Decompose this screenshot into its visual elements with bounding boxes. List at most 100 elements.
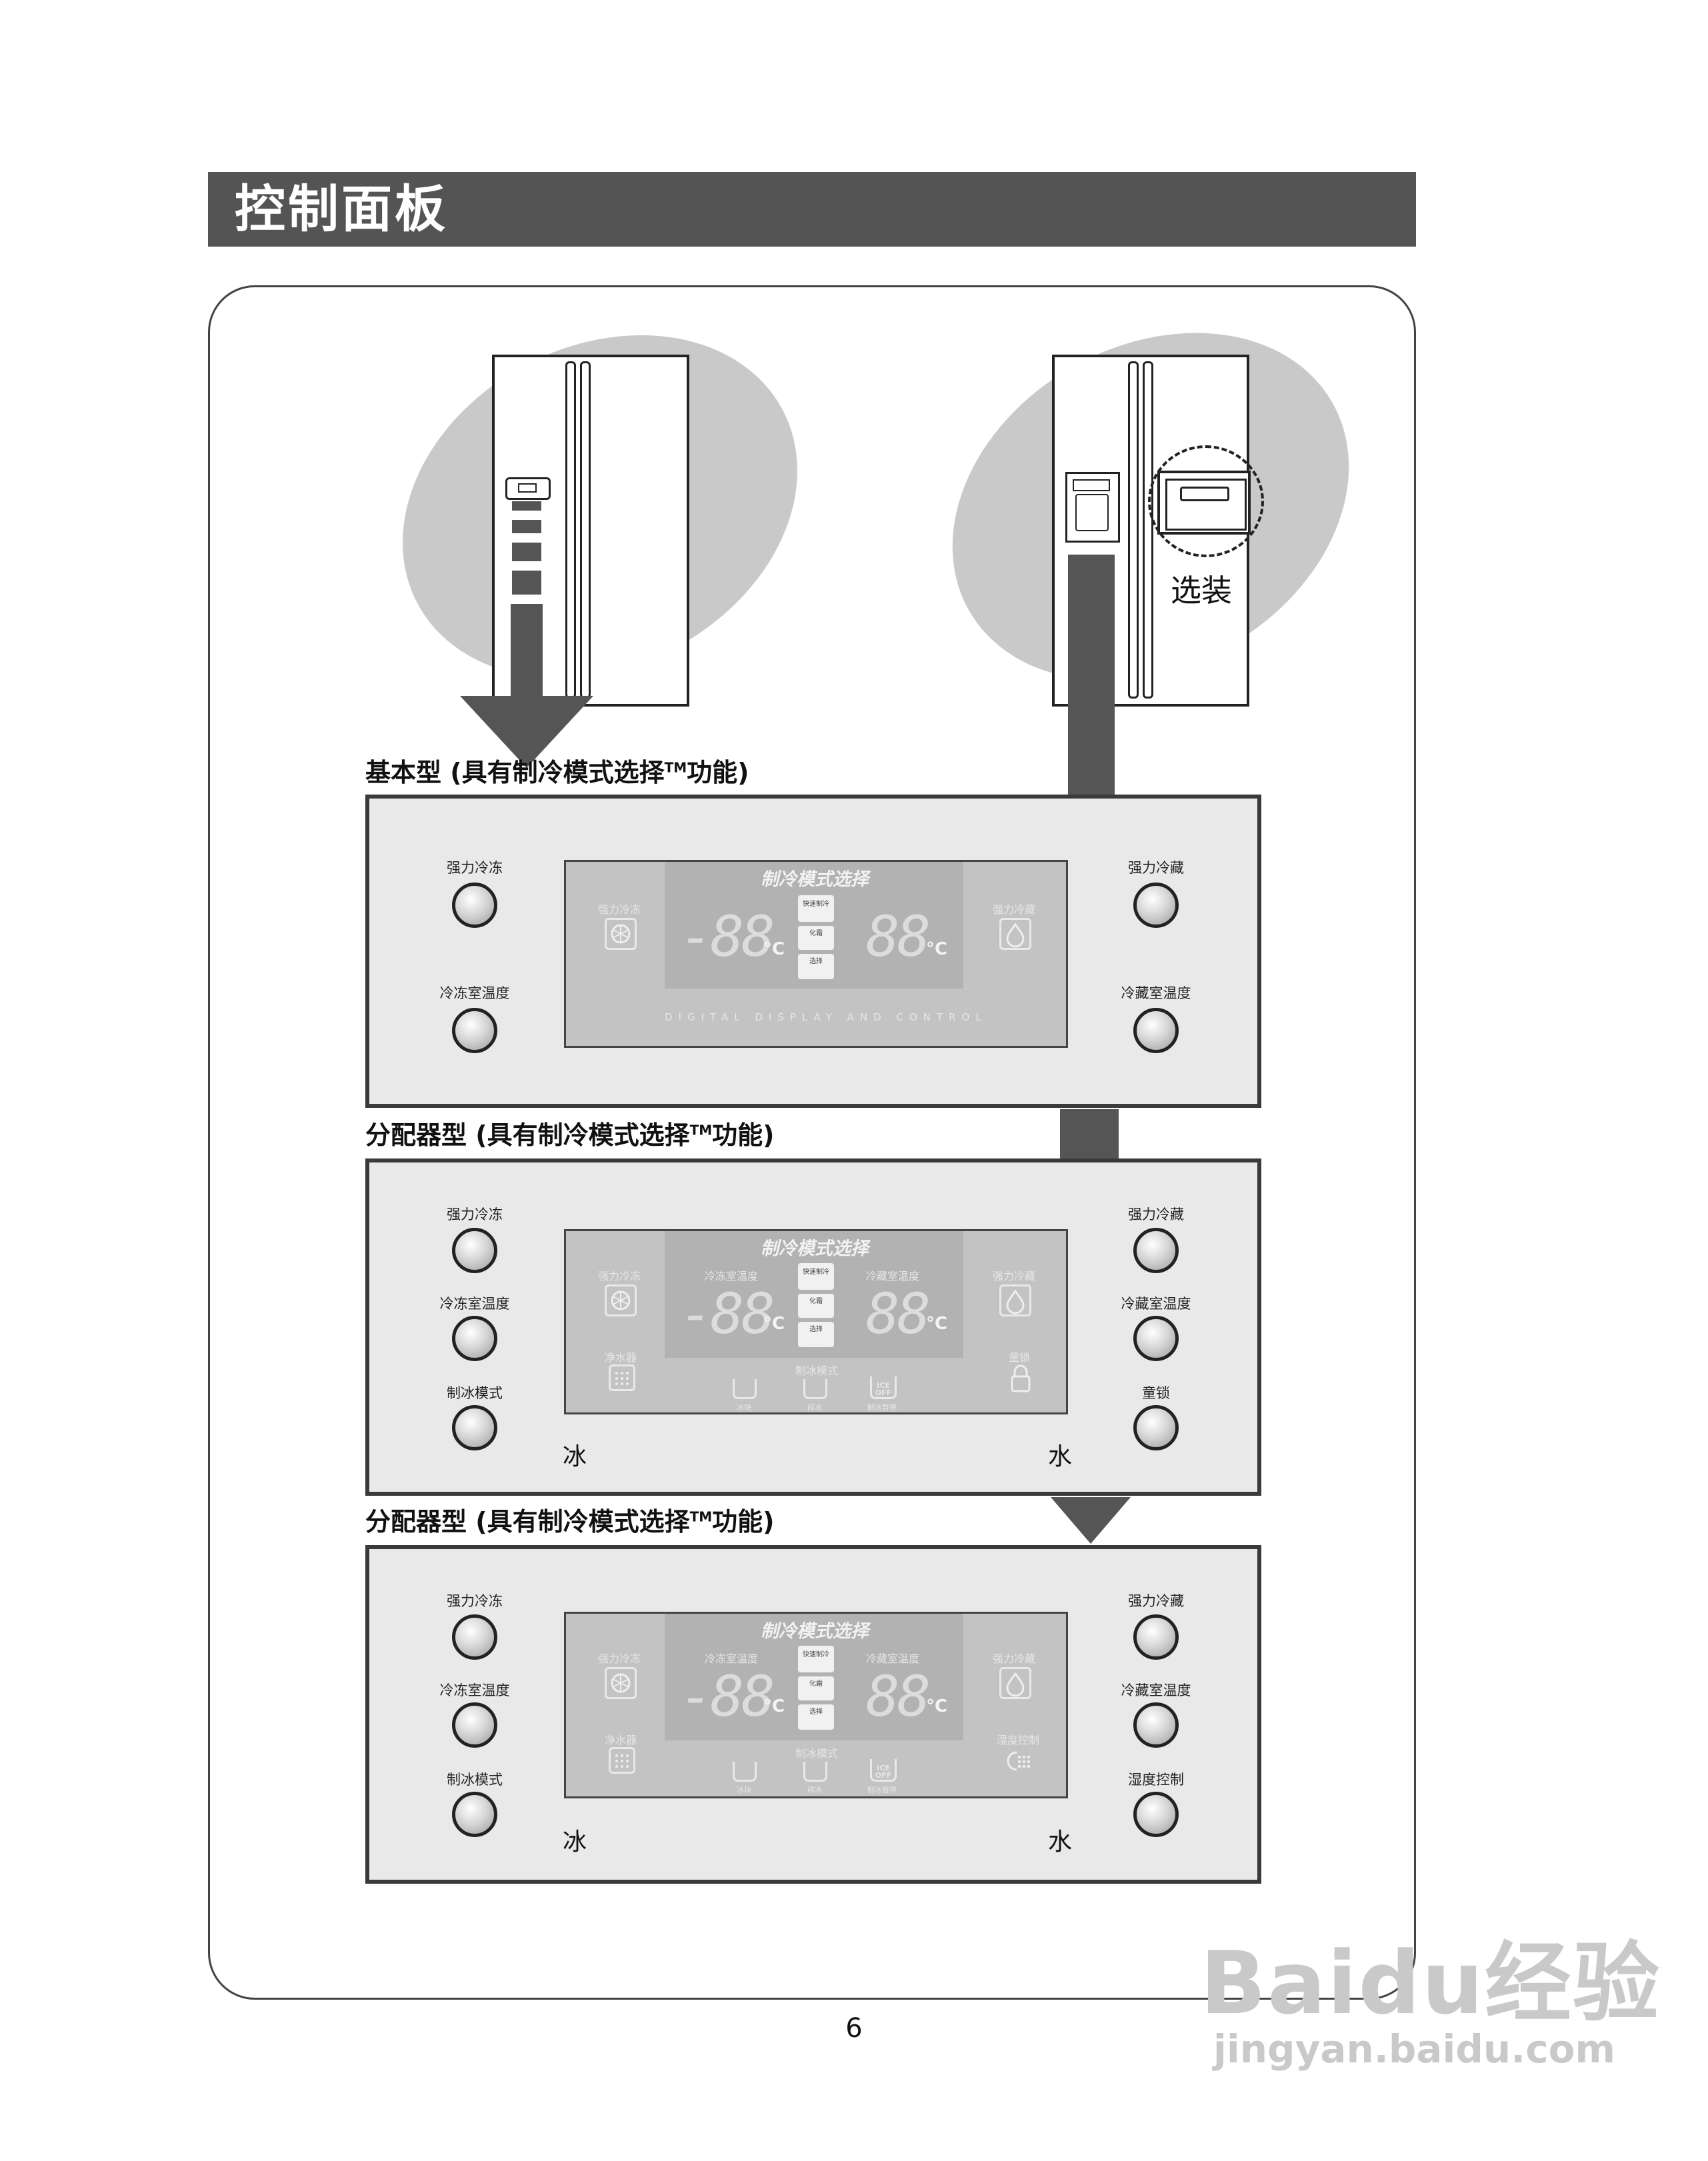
degree-unit: °C xyxy=(926,939,948,959)
section-2-label: 分配器型 (具有制冷模式选择TM功能) xyxy=(365,1120,775,1150)
arrow-left-segment-1 xyxy=(512,501,541,511)
button-label: 冷藏室温度 xyxy=(1121,1296,1191,1312)
child-lock-button[interactable] xyxy=(1133,1405,1179,1450)
water-drop-icon xyxy=(999,1667,1031,1699)
button-label: 冷冻室温度 xyxy=(439,1296,510,1312)
button-label: 制冰模式 xyxy=(447,1772,503,1788)
degree-unit: °C xyxy=(926,1696,948,1716)
button-label: 制冰模式 xyxy=(447,1385,503,1401)
power-freeze-button[interactable] xyxy=(452,1228,497,1273)
ice-off-icon xyxy=(870,1759,897,1782)
humidity-control-button[interactable] xyxy=(1133,1792,1179,1837)
power-freeze-button[interactable] xyxy=(452,1614,497,1660)
mode-quick-cool: 快速制冷 xyxy=(798,895,834,922)
dispenser-panel xyxy=(1065,472,1120,543)
freezer-temp-label: 冷冻室温度 xyxy=(705,1652,759,1665)
degree-unit: °C xyxy=(763,1314,785,1334)
child-lock-label: 童锁 xyxy=(1009,1351,1031,1364)
watermark-logo: Baidu经验 xyxy=(1200,1932,1661,2034)
button-label: 强力冷藏 xyxy=(1128,1593,1184,1609)
power-cool-button[interactable] xyxy=(1133,1614,1179,1660)
humidity-control-label: 湿度控制 xyxy=(997,1734,1040,1746)
title-bar: 控制面板 xyxy=(208,172,1416,247)
power-freeze-button[interactable] xyxy=(452,883,497,928)
control-panel-basic: 强力冷冻 冷冻室温度 强力冷藏 冷藏室温度 制冷模式选择 强力冷冻 -88 °C… xyxy=(365,795,1261,1108)
mode-select: 选择 xyxy=(798,1704,834,1730)
button-label: 强力冷冻 xyxy=(447,1206,503,1222)
optional-panel-highlight xyxy=(1148,445,1264,557)
ice-mode-button[interactable] xyxy=(452,1792,497,1837)
ice-mode-button[interactable] xyxy=(452,1405,497,1450)
button-label: 强力冷冻 xyxy=(447,1593,503,1609)
freezer-temp-button[interactable] xyxy=(452,1316,497,1361)
water-caption: 水 xyxy=(1048,1443,1073,1470)
arrow-right-shaft-2 xyxy=(1060,1109,1119,1165)
freezer-temp-digits: -88 xyxy=(679,1664,775,1729)
arrow-left-segment-3 xyxy=(512,543,541,561)
arrow-right-shaft-1 xyxy=(1068,555,1115,799)
degree-unit: °C xyxy=(926,1314,948,1334)
water-caption: 水 xyxy=(1048,1828,1073,1856)
control-panel-dispenser-2: 强力冷冻 冷冻室温度 制冰模式 强力冷藏 冷藏室温度 湿度控制 冰 水 制冷模式… xyxy=(365,1545,1261,1884)
freezer-temp-button[interactable] xyxy=(452,1702,497,1748)
power-cool-button[interactable] xyxy=(1133,883,1179,928)
freezer-temp-digits: -88 xyxy=(679,1281,775,1346)
button-label: 冷冻室温度 xyxy=(439,1682,510,1698)
ice-off-icon xyxy=(870,1376,897,1399)
button-label: 强力冷藏 xyxy=(1128,860,1184,876)
display-caption: DIGITAL DISPLAY AND CONTROL xyxy=(665,1011,987,1023)
snowflake-icon xyxy=(605,1667,637,1699)
fridge-temp-button[interactable] xyxy=(1133,1008,1179,1053)
snowflake-icon xyxy=(605,918,637,950)
humidity-icon xyxy=(1007,1751,1030,1771)
fridge-temp-button[interactable] xyxy=(1133,1316,1179,1361)
fridge-temp-label: 冷藏室温度 xyxy=(866,1652,920,1665)
ice-mode-crushed-label: 碎冰 xyxy=(807,1786,822,1794)
power-cool-indicator-label: 强力冷藏 xyxy=(993,1270,1036,1282)
digital-display: 制冷模式选择 强力冷冻 冷冻室温度 -88 °C 快速制冷 化霜 选择 冷藏室温… xyxy=(564,1229,1068,1414)
arrow-right-head xyxy=(1051,1497,1131,1544)
freezer-temp-digits: -88 xyxy=(679,904,775,969)
button-label: 强力冷冻 xyxy=(447,860,503,876)
ice-cube-icon xyxy=(733,1379,757,1399)
fridge-temp-label: 冷藏室温度 xyxy=(866,1270,920,1282)
mode-defrost: 化霜 xyxy=(798,926,834,950)
arrow-left-shaft xyxy=(511,604,543,699)
freezer-temp-button[interactable] xyxy=(452,1008,497,1053)
button-label: 童锁 xyxy=(1142,1385,1170,1401)
fridge-temp-digits: 88 xyxy=(866,1664,931,1729)
ice-mode-off-label: 制冰暂停 xyxy=(867,1403,897,1412)
ice-mode-label: 制冰模式 xyxy=(795,1364,839,1377)
button-label: 冷冻室温度 xyxy=(439,985,510,1001)
fridge-temp-button[interactable] xyxy=(1133,1702,1179,1748)
power-cool-indicator-label: 强力冷藏 xyxy=(993,1652,1036,1665)
display-title: 制冷模式选择 xyxy=(761,1621,869,1642)
button-label: 强力冷藏 xyxy=(1128,1206,1184,1222)
section-3-label: 分配器型 (具有制冷模式选择TM功能) xyxy=(365,1507,775,1536)
page-number: 6 xyxy=(845,2013,863,2044)
degree-unit: °C xyxy=(763,1696,785,1716)
optional-panel xyxy=(1157,471,1251,535)
button-label: 湿度控制 xyxy=(1128,1772,1184,1788)
degree-unit: °C xyxy=(763,939,785,959)
power-freeze-indicator-label: 强力冷冻 xyxy=(598,903,641,916)
ice-mode-crushed-label: 碎冰 xyxy=(807,1403,822,1412)
optional-label: 选装 xyxy=(1171,573,1232,609)
arrow-left-head xyxy=(460,696,593,768)
water-drop-icon xyxy=(999,918,1031,950)
mode-defrost: 化霜 xyxy=(798,1294,834,1318)
button-label: 冷藏室温度 xyxy=(1121,985,1191,1001)
fridge-temp-digits: 88 xyxy=(866,904,931,969)
ice-mode-cube-label: 冰块 xyxy=(737,1403,751,1412)
crushed-ice-icon xyxy=(803,1379,827,1399)
mode-select: 选择 xyxy=(798,954,834,979)
crushed-ice-icon xyxy=(803,1762,827,1782)
ice-off-text: ICE OFF xyxy=(875,1381,892,1397)
water-filter-icon xyxy=(609,1364,635,1391)
page-title: 控制面板 xyxy=(235,179,448,239)
power-cool-button[interactable] xyxy=(1133,1228,1179,1273)
freezer-temp-label: 冷冻室温度 xyxy=(705,1270,759,1282)
section-1-label: 基本型 (具有制冷模式选择TM功能) xyxy=(365,758,749,787)
mode-quick-cool: 快速制冷 xyxy=(798,1646,834,1672)
watermark: Baidu经验 jingyan.baidu.com xyxy=(1200,1866,1680,2120)
